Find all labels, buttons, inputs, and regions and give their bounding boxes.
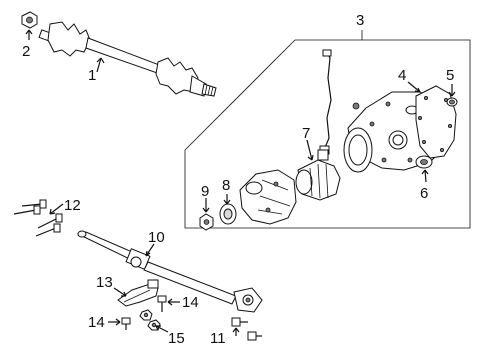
- fill-plug: [446, 97, 458, 107]
- bolt-14-upper: [157, 295, 167, 312]
- leader-14a-arrow: [167, 298, 173, 306]
- center-bearing-bracket: [117, 279, 159, 307]
- leader-12: [49, 203, 64, 215]
- callout-7: 7: [302, 125, 310, 142]
- pinion-nut: [199, 213, 214, 231]
- callout-5: 5: [446, 67, 454, 84]
- leader-1: [96, 57, 102, 73]
- leader-15-arrow: [155, 325, 161, 331]
- vent-tube: [323, 51, 332, 151]
- callout-11: 11: [210, 330, 226, 347]
- callout-10: 10: [148, 229, 165, 246]
- callout-1: 1: [88, 67, 96, 84]
- leader-5-arrow: [448, 91, 456, 97]
- rear-cover: [415, 85, 457, 159]
- callout-13: 13: [96, 274, 113, 291]
- axle-nut: [21, 11, 38, 29]
- callout-15: 15: [168, 330, 185, 347]
- callout-14-lower: 14: [88, 314, 105, 331]
- leader-7-arrow: [307, 154, 314, 161]
- callout-9: 9: [201, 183, 209, 200]
- leader-8-arrow: [223, 199, 231, 205]
- leader-9-arrow: [202, 207, 210, 213]
- callout-2: 2: [22, 43, 30, 60]
- leader-13-arrow: [121, 291, 127, 297]
- leader-10-arrow: [145, 250, 151, 257]
- leader-13: [113, 287, 127, 297]
- differential-housing: [343, 91, 449, 173]
- callout-12: 12: [64, 197, 81, 214]
- drive-shaft: [76, 230, 263, 313]
- axle-seal-6: [415, 155, 433, 169]
- leader-1-arrow: [96, 57, 105, 64]
- callout-14-upper: 14: [182, 294, 199, 311]
- leader-7: [306, 139, 313, 161]
- coupling-unit: [295, 149, 341, 201]
- callout-8: 8: [222, 177, 230, 194]
- callout-6: 6: [420, 185, 428, 202]
- transfer-housing: [239, 169, 297, 225]
- leader-4: [407, 81, 421, 93]
- bolt-14-lower: [121, 317, 131, 330]
- pinion-seal: [219, 203, 237, 225]
- leader-6-arrow: [421, 169, 429, 175]
- leader-11-arrow: [232, 327, 240, 333]
- leader-12-arrow: [49, 208, 56, 215]
- leader-4-arrow: [414, 87, 421, 93]
- leader-10: [145, 243, 155, 257]
- axle-shaft: [38, 21, 217, 97]
- flange-bolt-11: [231, 317, 262, 341]
- leader-2-arrow: [25, 29, 33, 35]
- callout-4: 4: [398, 67, 406, 84]
- bolt-set-12: [13, 199, 63, 237]
- leader-15: [155, 325, 169, 333]
- assembly-3-outline: [184, 39, 471, 229]
- leader-6: [424, 169, 427, 183]
- housing-plug: [352, 102, 360, 110]
- callout-3: 3: [356, 12, 364, 29]
- leader-14b-arrow: [115, 318, 121, 326]
